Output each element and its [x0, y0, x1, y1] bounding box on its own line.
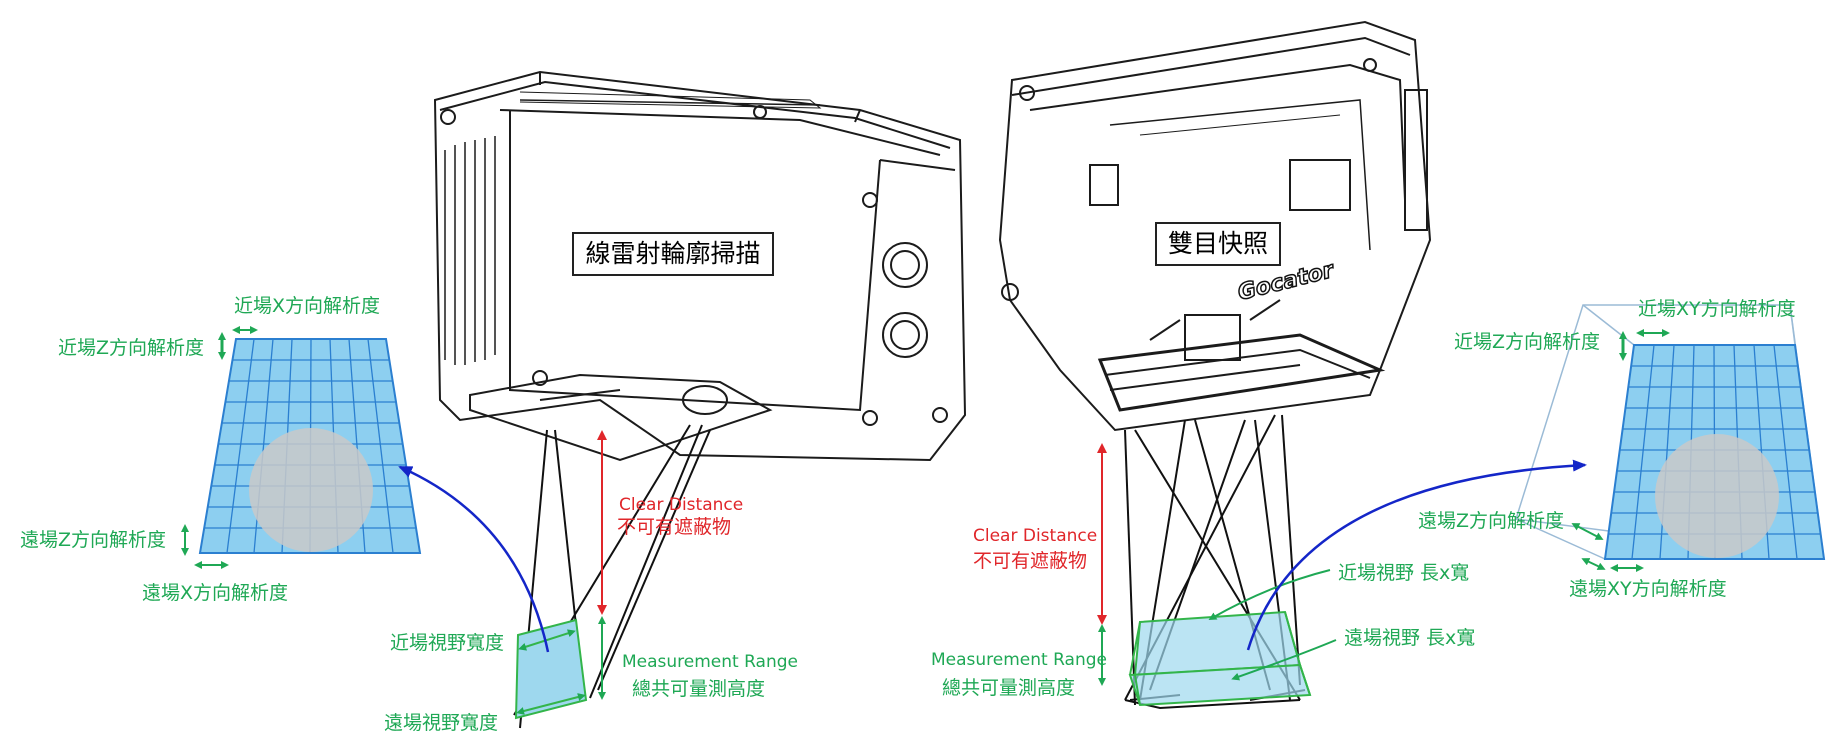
right-near-z-resolution: 近場Z方向解析度: [1454, 331, 1601, 353]
right-blue-arrow: [1246, 459, 1587, 651]
left-no-obstruction: 不可有遮蔽物: [617, 516, 732, 538]
left-near-fov-width: 近場視野寬度: [390, 632, 505, 654]
snapshot-scanner-fov: [1128, 610, 1312, 707]
right-far-fov-lw: 遠場視野 長x寬: [1344, 627, 1476, 649]
right-no-obstruction: 不可有遮蔽物: [973, 550, 1088, 572]
right-total-height: 總共可量測高度: [942, 677, 1076, 699]
left-resolution-grid: [198, 338, 422, 554]
left-far-fov-width: 遠場視野寬度: [384, 712, 499, 734]
left-measurement-range: Measurement Range: [622, 652, 798, 672]
line-profile-title: 線雷射輪廓掃描: [572, 232, 774, 276]
left-far-x-resolution: 遠場X方向解析度: [142, 582, 289, 604]
left-total-height: 總共可量測高度: [632, 678, 766, 700]
right-far-z-resolution: 遠場Z方向解析度: [1418, 510, 1565, 532]
near-fov-pointer: [1208, 569, 1331, 620]
right-resolution-grid: [1515, 304, 1826, 560]
right-measurement-range: Measurement Range: [931, 650, 1107, 670]
snapshot-title: 雙目快照: [1155, 222, 1281, 266]
left-clear-distance: Clear Distance: [619, 495, 744, 515]
far-fov-pointer: [1231, 639, 1337, 681]
left-blue-arrow: [398, 465, 550, 653]
right-clear-distance: Clear Distance: [973, 526, 1098, 546]
right-near-fov-lw: 近場視野 長x寬: [1338, 562, 1470, 584]
right-near-xy-resolution: 近場XY方向解析度: [1638, 298, 1796, 320]
left-near-x-resolution: 近場X方向解析度: [234, 295, 381, 317]
right-far-xy-resolution: 遠場XY方向解析度: [1569, 578, 1727, 600]
left-near-z-resolution: 近場Z方向解析度: [58, 337, 205, 359]
left-far-z-resolution: 遠場Z方向解析度: [20, 529, 167, 551]
